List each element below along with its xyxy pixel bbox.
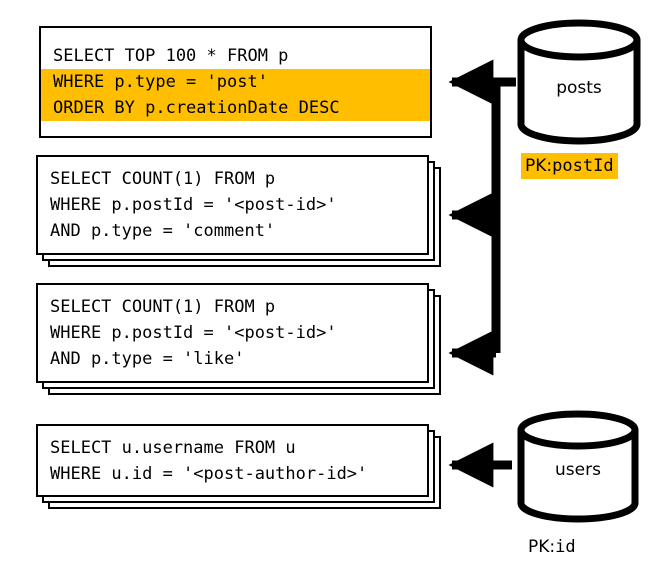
query-line: WHERE u.id = '<post-author-id>': [50, 463, 368, 484]
users-primary-key-label: PK:id: [528, 535, 576, 559]
posts-primary-key-label: PK:postId: [521, 153, 618, 179]
query-line-highlighted: WHERE p.type = 'post': [41, 69, 430, 95]
query-card-body: SELECT u.username FROM u WHERE u.id = '<…: [36, 424, 429, 497]
datastore-users: users: [516, 410, 640, 523]
query-line: WHERE p.postId = '<post-id>': [50, 323, 337, 343]
datastore-label: posts: [556, 78, 602, 98]
pk-field: postId: [552, 156, 614, 176]
query-card-comment-count: SELECT COUNT(1) FROM p WHERE p.postId = …: [36, 155, 441, 267]
datastore-posts: posts: [516, 18, 642, 146]
query-card-username: SELECT u.username FROM u WHERE u.id = '<…: [36, 424, 441, 509]
query-line: SELECT TOP 100 * FROM p: [53, 46, 289, 66]
query-card-like-count: SELECT COUNT(1) FROM p WHERE p.postId = …: [36, 283, 441, 395]
cylinder-shape: [517, 19, 641, 145]
query-line: SELECT COUNT(1) FROM p: [50, 297, 276, 317]
pk-prefix: PK:: [525, 156, 553, 176]
datastore-label: users: [555, 460, 601, 480]
cylinder-shape: [517, 410, 639, 523]
query-line-highlighted: ORDER BY p.creationDate DESC: [41, 95, 430, 121]
query-line: AND p.type = 'like': [50, 349, 245, 369]
query-card-body: SELECT COUNT(1) FROM p WHERE p.postId = …: [36, 283, 429, 383]
query-card-body: SELECT COUNT(1) FROM p WHERE p.postId = …: [36, 155, 429, 255]
query-line: SELECT u.username FROM u: [50, 437, 296, 458]
posts-trunk-line: [491, 77, 516, 353]
query-card-body: SELECT TOP 100 * FROM p WHERE p.type = '…: [39, 26, 432, 138]
query-card-top-posts: SELECT TOP 100 * FROM p WHERE p.type = '…: [39, 26, 432, 138]
pk-prefix: PK:: [528, 537, 556, 557]
pk-field: id: [555, 537, 576, 557]
query-line: WHERE p.postId = '<post-id>': [50, 195, 337, 215]
query-line: SELECT COUNT(1) FROM p: [50, 169, 276, 189]
query-line: AND p.type = 'comment': [50, 221, 276, 241]
